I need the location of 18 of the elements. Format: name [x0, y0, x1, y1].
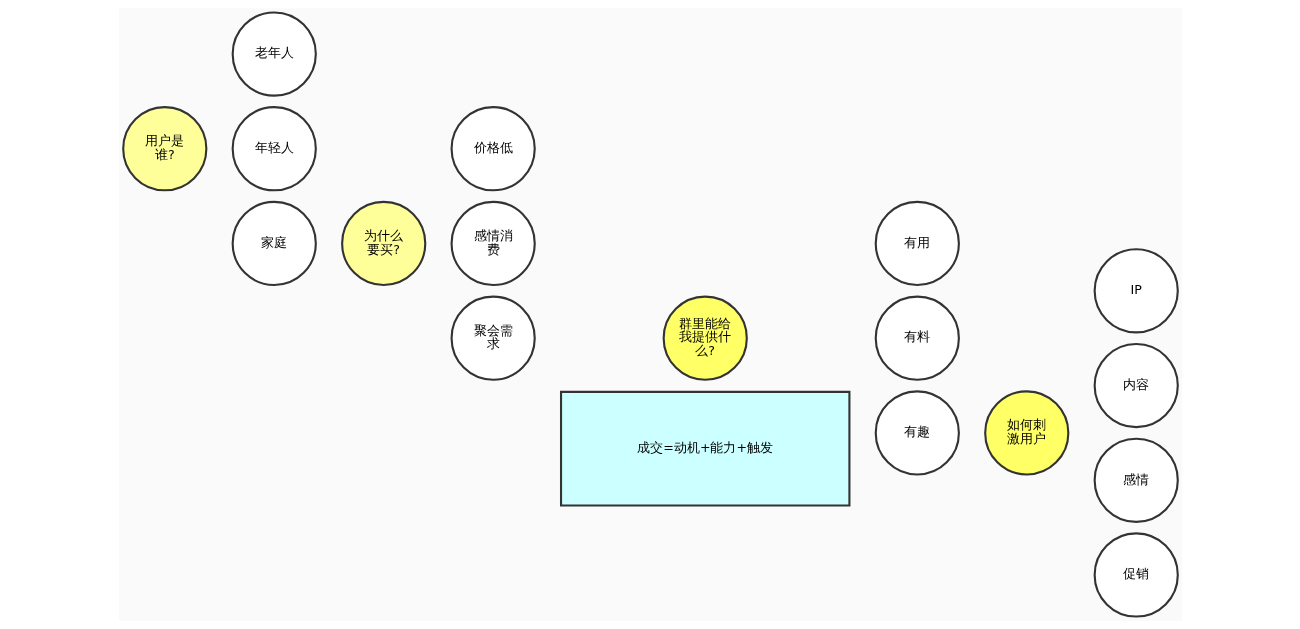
node-circle: 如何刺激用户: [983, 390, 1069, 476]
node-circle: 群里能给我提供什么?: [662, 295, 748, 381]
node-circle: IP: [1093, 248, 1179, 334]
node-circle: 内容: [1093, 342, 1179, 429]
node-circle: 感情: [1093, 437, 1179, 523]
node-circle: 年轻人: [231, 106, 317, 192]
node-circle: 感情消费: [450, 200, 536, 287]
node-circle: 有料: [874, 295, 960, 381]
node-circle: 有用: [874, 200, 960, 287]
node-circle: 有趣: [874, 390, 960, 476]
node-circle: 聚会需求: [450, 295, 536, 381]
node-circle: 促销: [1093, 532, 1179, 618]
node-circle: 用户是谁?: [121, 106, 207, 192]
node-circle: 老年人: [231, 11, 317, 97]
node-box: 成交=动机+能力+触发: [559, 390, 850, 507]
node-circle: 为什么要买?: [340, 200, 426, 287]
node-circle: 价格低: [450, 106, 536, 192]
node-circle: 家庭: [231, 200, 317, 287]
